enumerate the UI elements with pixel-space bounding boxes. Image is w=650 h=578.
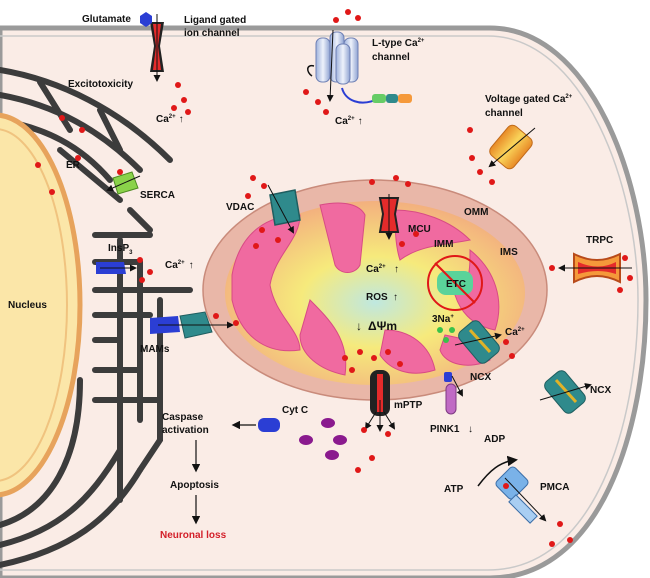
atp-adp-arrow <box>477 455 518 487</box>
cytochrome-c-molecules <box>299 418 347 460</box>
excitotoxicity-label: Excitotoxicity <box>68 79 133 90</box>
imm-label: IMM <box>434 239 453 250</box>
ligand-channel-label-line1: Ligand gated <box>184 15 246 26</box>
atp-label: ATP <box>444 484 464 495</box>
mptp-label: mPTP <box>394 400 423 411</box>
vg-label-line2: channel <box>485 108 523 119</box>
caspase-label-line2: activation <box>162 425 209 436</box>
caspase-label-line1: Caspase <box>162 412 204 423</box>
glutamate-label: Glutamate <box>82 14 131 25</box>
etc-label: ETC <box>446 279 466 290</box>
caspase-icon <box>258 418 280 432</box>
vg-label-line1: Voltage gated Ca2+ <box>485 94 573 105</box>
pmca-pump <box>495 466 547 524</box>
vdac-channel <box>267 184 301 234</box>
trpc-channel <box>558 252 632 284</box>
nucleus <box>0 112 83 498</box>
er-network <box>0 67 193 568</box>
voltage-gated-channel <box>488 124 536 170</box>
omm-label: OMM <box>464 207 488 218</box>
plasma-ncx-label: NCX <box>590 385 611 396</box>
membrane-potential-label: ΔΨm <box>368 319 397 333</box>
nucleus-label: Nucleus <box>8 300 47 311</box>
serca-label: SERCA <box>140 190 175 201</box>
l-type-channel <box>307 29 412 104</box>
mams-label: MAMs <box>140 344 170 355</box>
pink1-protein <box>444 372 463 415</box>
er-label: ER <box>66 160 81 171</box>
mito-ca-up-arrow: ↑ <box>394 264 399 275</box>
mcu-label: MCU <box>408 224 431 235</box>
neuronal-loss-label: Neuronal loss <box>160 530 227 541</box>
mptp-pore <box>364 370 396 432</box>
pink1-label: PINK1 <box>430 424 460 435</box>
ros-up-arrow: ↑ <box>393 292 398 303</box>
mito-ca-label: Ca2+ <box>366 264 386 275</box>
l-type-ca-label: Ca2+↑ <box>335 116 363 127</box>
l-type-label-line1: L-type Ca2+ <box>372 38 425 49</box>
membrane-potential-down-arrow: ↓ <box>356 319 362 333</box>
ligand-ca-label: Ca2+↑ <box>156 114 184 125</box>
apoptosis-label: Apoptosis <box>170 480 219 491</box>
calcium-ions <box>35 9 633 547</box>
l-type-label-line2: channel <box>372 52 410 63</box>
ims-label: IMS <box>500 247 518 258</box>
mcu-channel <box>378 194 400 240</box>
serca-pump <box>106 171 141 195</box>
glutamate-icon <box>140 12 152 27</box>
insp3-receptor <box>96 262 137 274</box>
cytc-label: Cyt C <box>282 405 308 416</box>
vdac-label: VDAC <box>226 202 254 213</box>
ros-label: ROS <box>366 292 388 303</box>
sodium-ions <box>437 327 455 343</box>
cytosol-ca-label: Ca2+↑ <box>165 260 194 271</box>
trpc-label: TRPC <box>586 235 613 246</box>
plasma-ncx-exchanger <box>539 370 592 414</box>
mito-ncx-label: NCX <box>470 372 491 383</box>
ligand-channel-label-line2: ion channel <box>184 28 240 39</box>
adp-label: ADP <box>484 434 505 445</box>
ligand-gated-channel <box>150 14 164 82</box>
mito-ncx-ca-label: Ca2+ <box>505 327 525 338</box>
pmca-label: PMCA <box>540 482 569 493</box>
pink1-down-arrow: ↓ <box>468 424 473 435</box>
etc-complex: ETC <box>427 255 483 311</box>
mams-complex <box>150 311 234 339</box>
sodium-label: 3Na+ <box>432 314 454 325</box>
mito-ncx-exchanger <box>454 320 502 364</box>
mitochondrion <box>202 179 548 401</box>
insp3-label: InsP3 <box>108 243 133 256</box>
